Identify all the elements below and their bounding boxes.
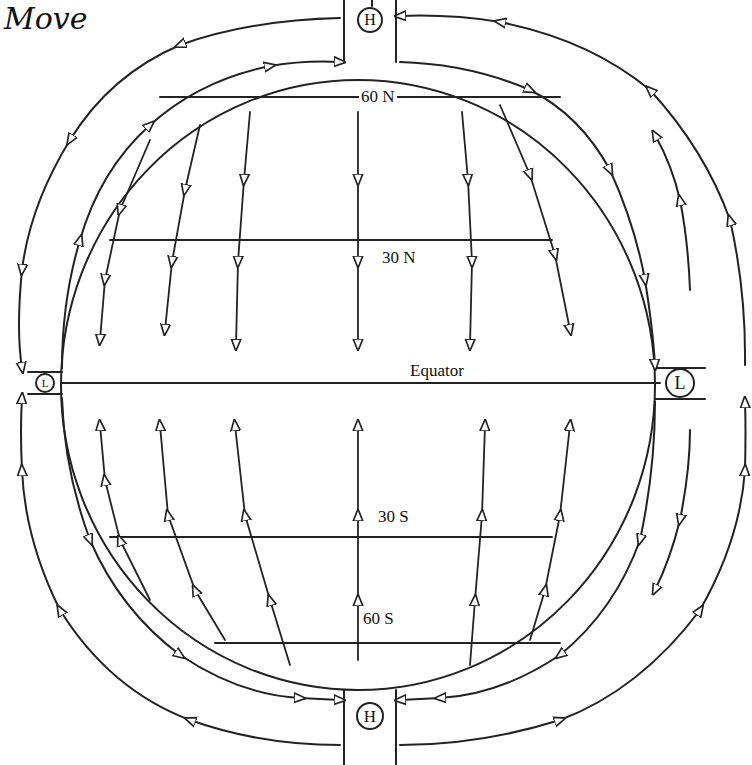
pressure-circle: L xyxy=(665,368,695,398)
wind-arrow xyxy=(357,112,359,345)
cell-wall xyxy=(395,0,397,62)
latitude-label: 60 N xyxy=(359,88,397,107)
pressure-letter: L xyxy=(42,378,49,389)
circulation-arrow xyxy=(400,62,655,365)
pressure-letter: H xyxy=(364,12,376,28)
pressure-letter: L xyxy=(675,374,686,392)
wind-arrow xyxy=(160,425,225,640)
pressure-circle: L xyxy=(35,373,55,393)
latitude-line xyxy=(215,642,560,644)
cell-wall xyxy=(395,690,397,765)
wind-arrow xyxy=(165,125,200,330)
latitude-label: 60 S xyxy=(361,610,396,629)
equator-line xyxy=(62,382,660,384)
circulation-arrow xyxy=(62,62,340,369)
cell-wall xyxy=(371,0,373,6)
cell-wall xyxy=(343,0,345,62)
diagram-title: Move xyxy=(4,2,87,35)
circulation-arrow xyxy=(655,430,690,590)
globe-outline xyxy=(61,80,655,690)
pressure-letter: H xyxy=(364,708,376,725)
circulation-arrow xyxy=(400,402,655,700)
circulation-arrow xyxy=(400,402,746,745)
wind-arrow xyxy=(357,425,359,660)
cell-wall xyxy=(655,398,705,400)
wind-arrow xyxy=(236,112,250,345)
wind-arrow xyxy=(462,112,472,345)
pressure-circle: H xyxy=(356,702,384,730)
wind-arrow xyxy=(470,425,485,665)
cell-wall xyxy=(343,690,345,765)
latitude-label: 30 S xyxy=(376,508,411,527)
pressure-circle: H xyxy=(357,7,383,33)
wind-arrow xyxy=(235,425,290,665)
circulation-arrow xyxy=(655,135,690,290)
wind-arrow xyxy=(100,140,150,340)
wind-arrow xyxy=(500,105,570,330)
cell-wall xyxy=(28,393,62,395)
circulation-arrow xyxy=(19,18,340,368)
latitude-label: Equator xyxy=(408,362,466,381)
wind-arrow xyxy=(100,425,150,600)
wind-arrow xyxy=(530,425,570,640)
circulation-arrow xyxy=(400,16,745,365)
circulation-arrow xyxy=(62,398,340,700)
latitude-label: 30 N xyxy=(380,249,418,268)
circulation-arrow xyxy=(21,398,340,745)
